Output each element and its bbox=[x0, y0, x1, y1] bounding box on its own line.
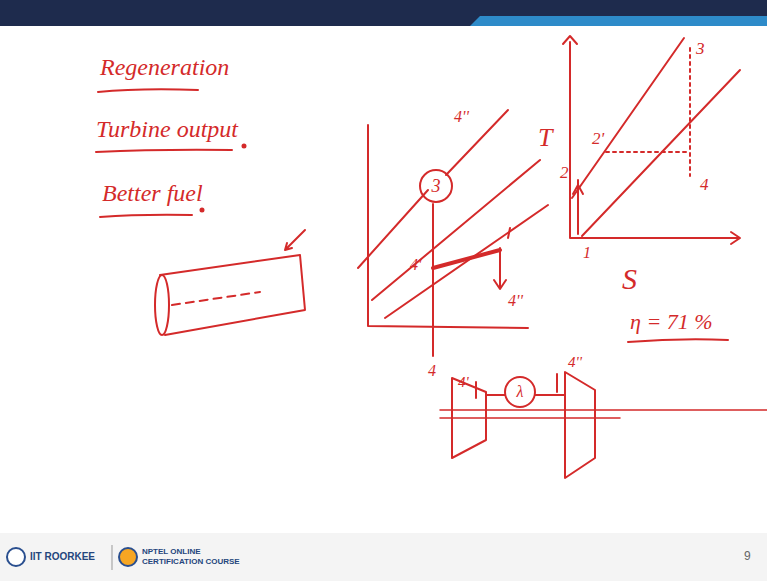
header-bar bbox=[0, 0, 767, 26]
pressure-line bbox=[372, 160, 540, 300]
pressure-line bbox=[572, 38, 684, 198]
turbine bbox=[565, 372, 595, 478]
underline bbox=[96, 150, 232, 152]
footer-divider bbox=[112, 545, 113, 570]
regeneration-line bbox=[606, 151, 688, 153]
handwritten-label: 3 bbox=[696, 40, 705, 59]
pressure-line bbox=[582, 70, 740, 236]
handwritten-label: 4'' bbox=[508, 292, 523, 310]
shaft bbox=[440, 410, 767, 418]
expansion-arrow bbox=[494, 248, 506, 289]
axes bbox=[570, 42, 738, 238]
turbine bbox=[452, 378, 486, 458]
circled-label: λ bbox=[504, 376, 536, 408]
expansion-line bbox=[689, 48, 691, 176]
duct bbox=[486, 394, 565, 396]
axis-arrow bbox=[731, 232, 740, 244]
handwritten-label: 1 bbox=[583, 244, 591, 262]
node-text: λ bbox=[517, 384, 524, 400]
circled-label: 3 bbox=[419, 169, 453, 203]
handwritten-label: Turbine output bbox=[96, 116, 238, 142]
axis-arrow bbox=[563, 36, 577, 44]
axes bbox=[368, 125, 528, 328]
expansion-line bbox=[432, 204, 434, 356]
tube-end bbox=[155, 275, 169, 335]
header-stripe bbox=[470, 16, 767, 26]
dot bbox=[243, 145, 246, 148]
handwritten-label: 2 bbox=[560, 164, 569, 183]
handwritten-label: 4'' bbox=[454, 108, 469, 126]
tick bbox=[508, 228, 510, 238]
handwritten-label: 4'' bbox=[568, 354, 582, 371]
compression-line bbox=[573, 180, 583, 234]
underline bbox=[100, 215, 192, 217]
footer-text: IIT ROORKEE bbox=[30, 551, 95, 562]
reheat-line bbox=[433, 250, 500, 268]
handwritten-label: S bbox=[622, 262, 637, 295]
node-text: 3 bbox=[432, 177, 441, 195]
handwritten-label: 2' bbox=[592, 130, 604, 149]
dashed-line bbox=[172, 292, 260, 305]
footer-text: 9 bbox=[744, 549, 751, 563]
handwritten-label: T bbox=[538, 124, 552, 153]
handwritten-label: 4' bbox=[458, 374, 469, 391]
dot bbox=[201, 209, 204, 212]
handwritten-label: Regeneration bbox=[100, 54, 229, 80]
handwritten-label: 4 bbox=[700, 176, 709, 195]
footer-bar bbox=[0, 533, 767, 581]
handwritten-label: 4' bbox=[410, 256, 421, 274]
nptel-logo bbox=[119, 548, 137, 566]
tube bbox=[160, 255, 305, 335]
iit-logo bbox=[7, 548, 25, 566]
footer-text: NPTEL ONLINE CERTIFICATION COURSE bbox=[142, 547, 252, 566]
pressure-line bbox=[385, 205, 548, 318]
arrow bbox=[285, 230, 305, 250]
underline bbox=[98, 89, 198, 92]
handwritten-label: Better fuel bbox=[102, 180, 203, 206]
underline bbox=[628, 339, 728, 342]
handwritten-label: η = 71 % bbox=[630, 310, 713, 334]
handwritten-label: 4 bbox=[428, 362, 436, 380]
